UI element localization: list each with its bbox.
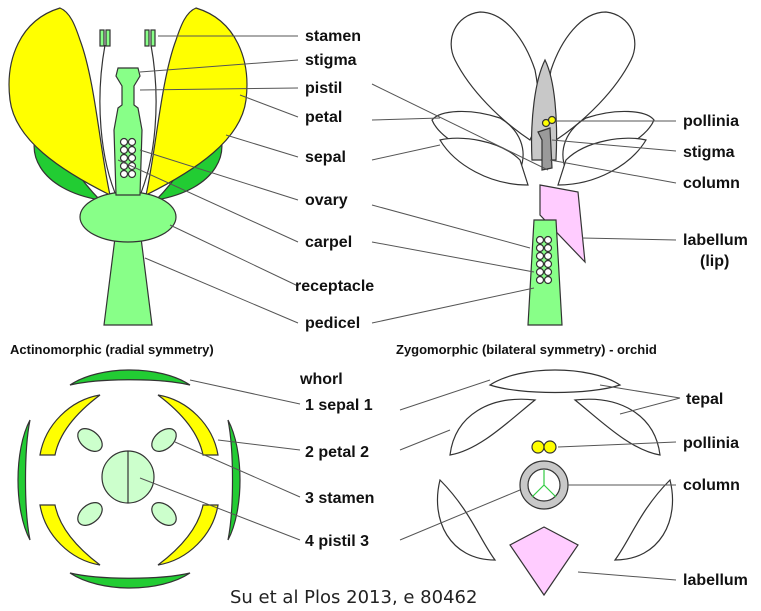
floral-sepal-right [228, 420, 240, 540]
pistil-shape [114, 68, 142, 195]
label-tepal: tepal [686, 391, 723, 408]
orchid-floral-diagram: tepal pollinia column labellum [400, 370, 748, 595]
label-sepal: sepal [305, 149, 346, 166]
label-pedicel: pedicel [305, 315, 360, 332]
floral-sepal-left [18, 420, 30, 540]
label-carpel: carpel [305, 234, 352, 251]
label-labellum-top: labellum [683, 232, 748, 249]
actinomorphic-flower: stamen stigma pistil petal sepal ovary c… [9, 8, 374, 357]
caption-zygomorphic: Zygomorphic (bilateral symmetry) - orchi… [396, 342, 657, 357]
label-pistil-4: 4 pistil 3 [305, 533, 369, 550]
label-ovary: ovary [305, 192, 348, 209]
label-labellum-bottom: labellum [683, 572, 748, 589]
caption-actinomorphic: Actinomorphic (radial symmetry) [10, 342, 214, 357]
label-petal-2: 2 petal 2 [305, 444, 369, 461]
right-anther-shape [145, 30, 149, 46]
pedicel-shape [104, 230, 152, 325]
receptacle-shape [80, 192, 176, 242]
orchid-labellum-diamond [510, 527, 578, 595]
zygomorphic-orchid: pollinia stigma column labellum (lip) Zy… [372, 12, 748, 357]
label-stamen: stamen [305, 28, 361, 45]
label-stigma-top: stigma [683, 144, 735, 161]
label-petal: petal [305, 109, 342, 126]
label-pollinia-top: pollinia [683, 113, 739, 130]
orchid-pollinia-top [532, 441, 544, 453]
label-column-top: column [683, 175, 740, 192]
source-citation: Su et al Plos 2013, e 80462 [230, 587, 477, 608]
label-receptacle: receptacle [295, 278, 374, 295]
label-column-bottom: column [683, 477, 740, 494]
label-pistil: pistil [305, 80, 342, 97]
label-sepal-1: 1 sepal 1 [305, 397, 373, 414]
label-stamen-3: 3 stamen [305, 490, 374, 507]
left-anther-shape [100, 30, 104, 46]
floral-sepal-top [70, 370, 190, 385]
label-pollinia-bottom: pollinia [683, 435, 739, 452]
label-whorl: whorl [299, 371, 343, 388]
label-stigma: stigma [305, 52, 357, 69]
label-lip: (lip) [700, 253, 729, 270]
floral-sepal-bottom [70, 573, 190, 588]
radial-floral-diagram: whorl 1 sepal 1 2 petal 2 3 stamen 4 pis… [18, 370, 374, 588]
